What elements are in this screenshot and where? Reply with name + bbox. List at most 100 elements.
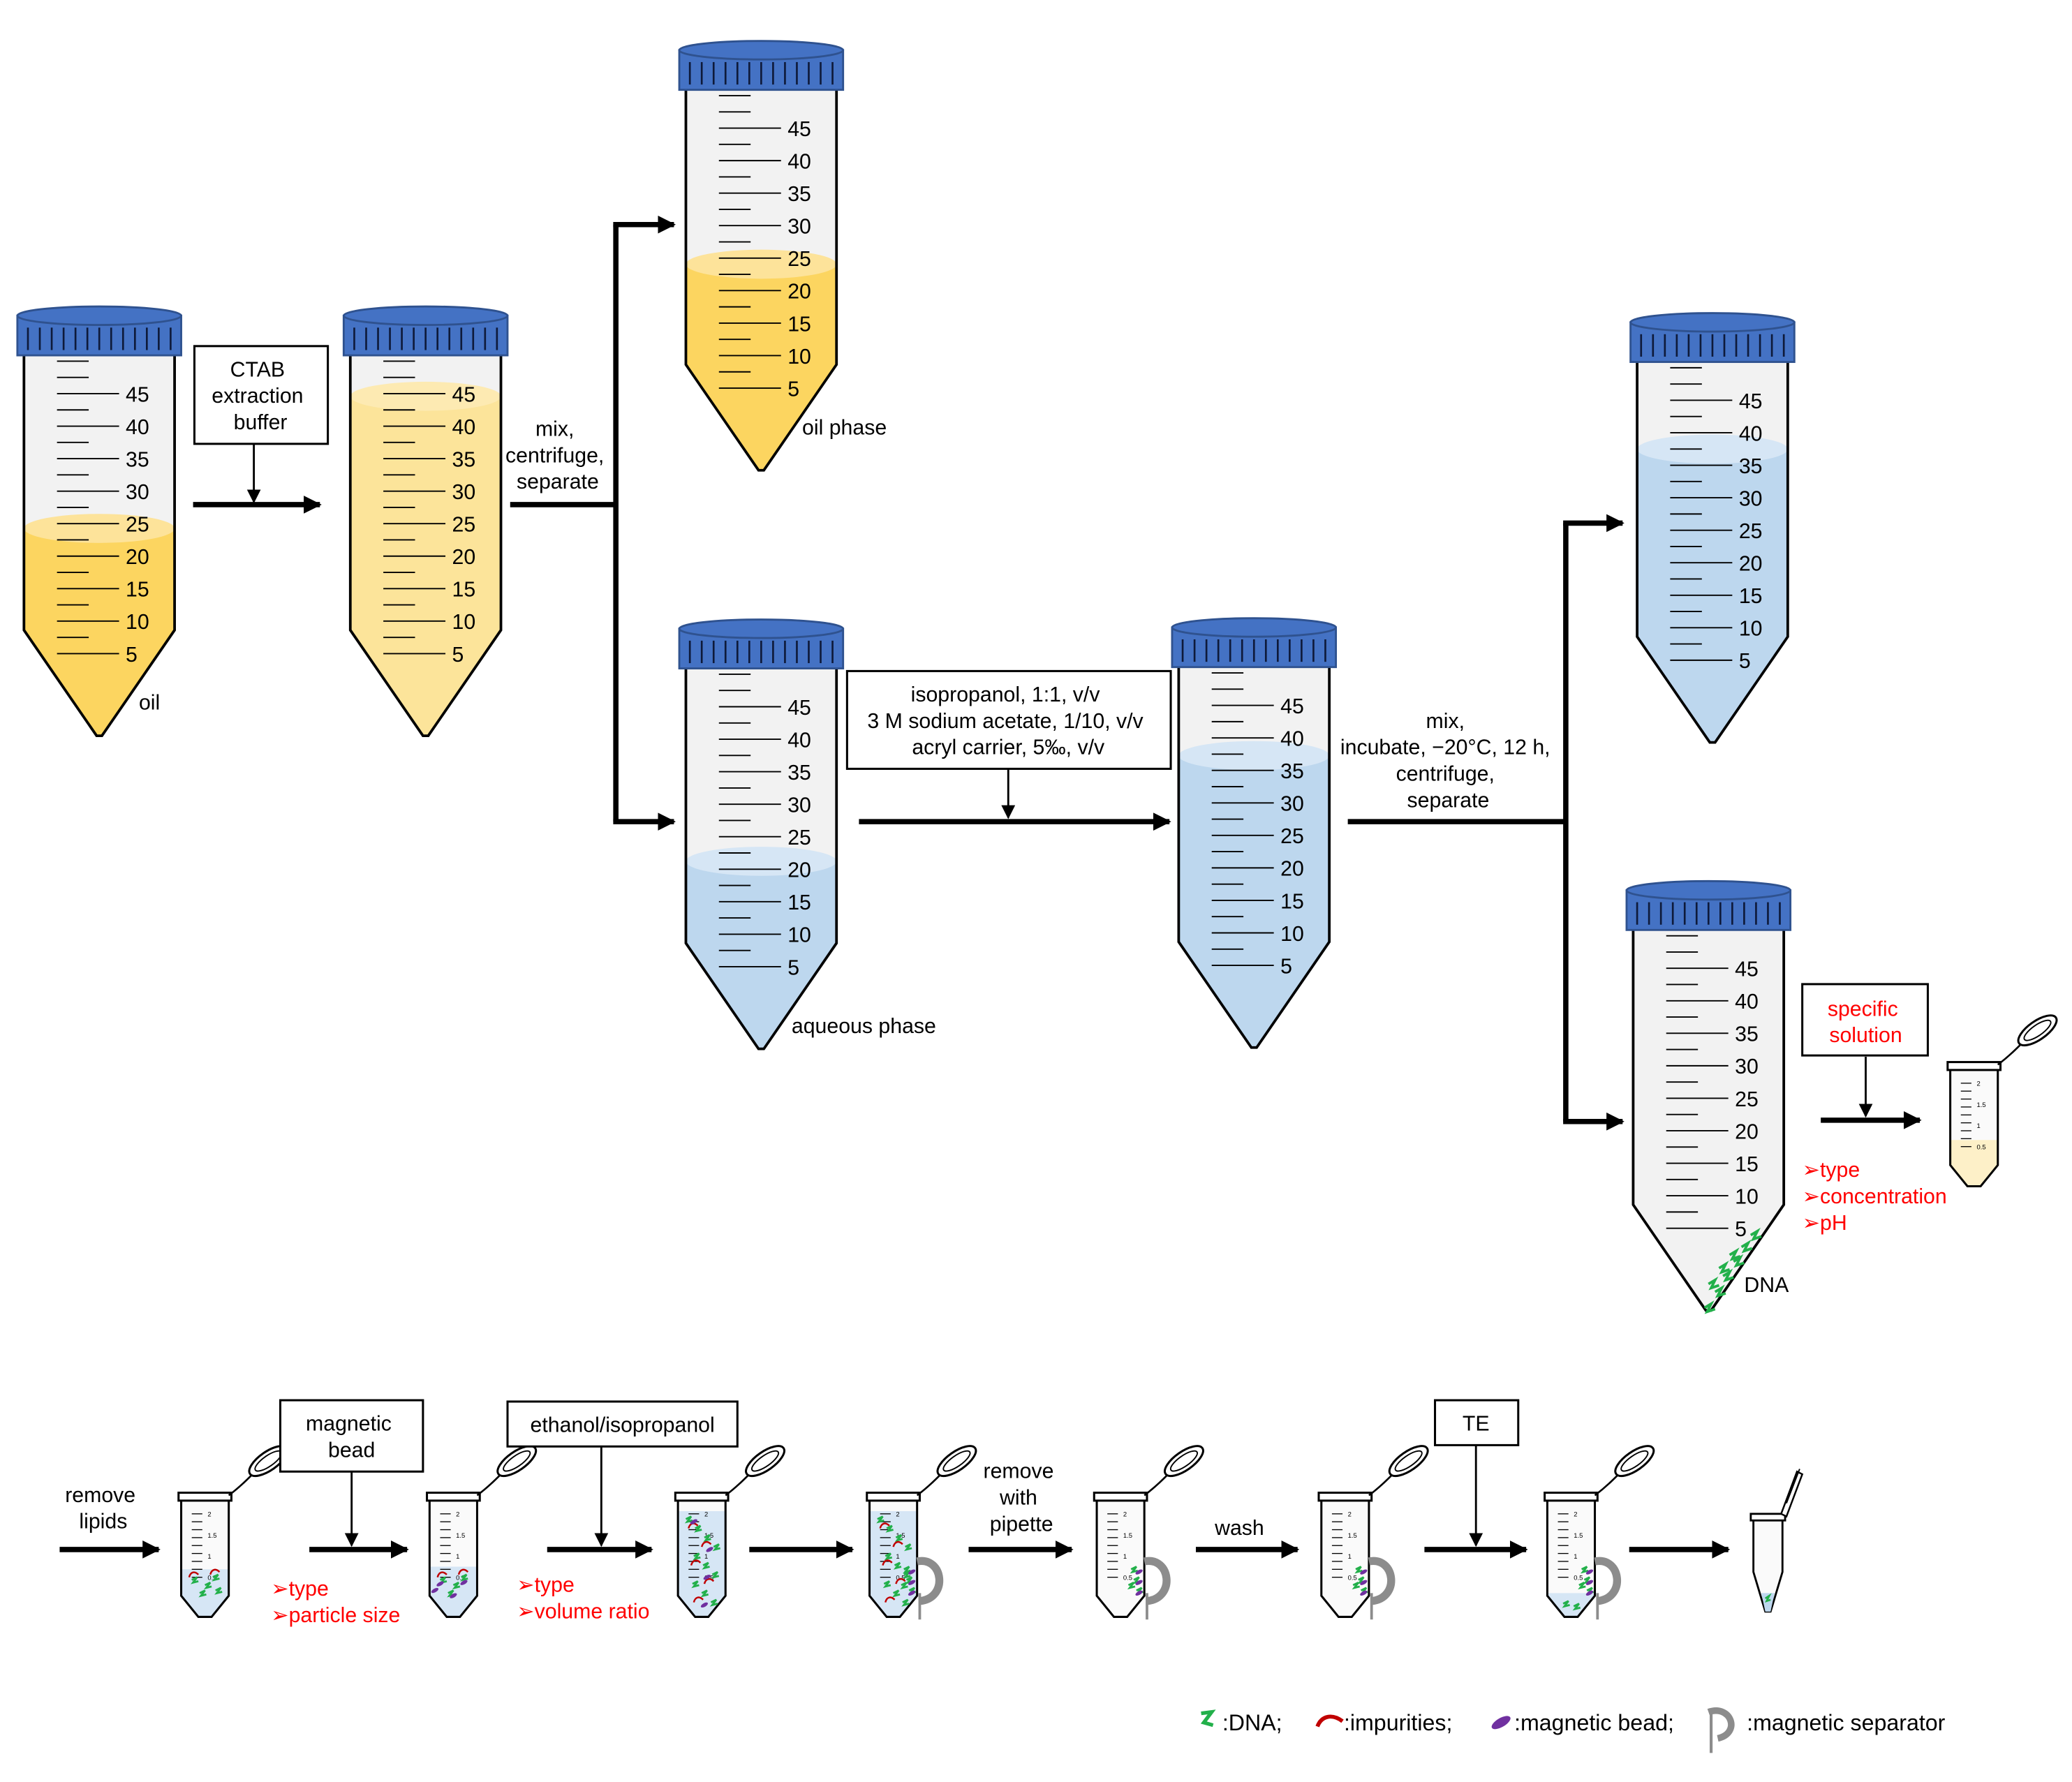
scale-number: 5: [787, 378, 799, 401]
microtube-washed: 21.510.5: [1317, 1441, 1433, 1620]
scale-number: 10: [1735, 1185, 1759, 1208]
microtube-graduations: [191, 1513, 202, 1578]
microtube-graduations: [1331, 1513, 1343, 1578]
microtube-graduations: [1557, 1513, 1569, 1578]
svg-text:1.5: 1.5: [456, 1532, 465, 1540]
tube-cap[interactable]: [678, 40, 845, 91]
microtube-lid[interactable]: [725, 1441, 789, 1497]
tube-cap[interactable]: [342, 305, 509, 357]
microtube-lid[interactable]: [1997, 1010, 2062, 1066]
liquid-surface: [1637, 434, 1788, 464]
precipitation-box: [845, 669, 1172, 770]
scale-number: 25: [787, 248, 811, 271]
scale-number: 10: [126, 611, 149, 634]
microtube-contents: [431, 1568, 469, 1598]
scale-number: 20: [787, 859, 811, 882]
microtube-scale: 21.510.5: [1123, 1511, 1132, 1582]
scale-number: 35: [1280, 760, 1304, 783]
tube-liquid: [686, 861, 837, 1049]
te-text: TE: [1463, 1413, 1490, 1436]
tube-cap[interactable]: [1171, 617, 1338, 669]
scale-number: 40: [787, 729, 811, 752]
svg-text:1.5: 1.5: [1574, 1532, 1583, 1540]
microtube-beads: 21.510.5: [426, 1441, 540, 1618]
svg-text:1.5: 1.5: [1123, 1532, 1132, 1540]
scale-number: 30: [126, 481, 149, 504]
scale-number: 20: [1735, 1120, 1759, 1143]
microtube-lid[interactable]: [1144, 1441, 1208, 1497]
microtube-eluted: 21.510.5: [1544, 1441, 1659, 1620]
liquid-surface: [350, 381, 501, 411]
svg-text:1.5: 1.5: [1976, 1101, 1985, 1109]
svg-text:0.5: 0.5: [1574, 1574, 1583, 1582]
microtube-scale: 21.510.5: [1976, 1081, 1985, 1152]
svg-text:1: 1: [1574, 1553, 1577, 1561]
step-remove-lipids: remove lipids: [65, 1484, 141, 1534]
liquid-surface: [686, 249, 837, 279]
liquid-surface: [1178, 741, 1330, 771]
step-incubate: mix, incubate, −20°C, 12 h, centrifuge, …: [1340, 710, 1556, 812]
precipitation-box-text: isopropanol, 1:1, v/v 3 M sodium acetate…: [867, 683, 1149, 759]
microtube-lid[interactable]: [476, 1441, 540, 1497]
scale-number: 40: [126, 416, 149, 439]
box-texts: CTAB extraction buffer isopropanol, 1:1,…: [212, 358, 1902, 1462]
scale-number: 45: [126, 383, 149, 406]
microtube-ethanol: 21.510.5: [674, 1441, 789, 1618]
microtube-liquid: [869, 1511, 917, 1617]
microtube-removed: 21.510.5: [1093, 1441, 1208, 1620]
scale-number: 35: [1739, 455, 1763, 478]
svg-text:1: 1: [207, 1553, 211, 1561]
microtube-contents: [188, 1568, 223, 1598]
scale-number: 15: [1280, 890, 1304, 913]
tube-cap[interactable]: [1625, 879, 1792, 931]
scale-number: 35: [787, 762, 811, 785]
microtube-lid[interactable]: [916, 1441, 981, 1497]
scale-number: 45: [1280, 695, 1304, 718]
tube-cap[interactable]: [16, 305, 182, 357]
scale-number: 40: [1739, 422, 1763, 445]
liquid-surface: [686, 847, 837, 876]
scale-number: 35: [452, 448, 476, 471]
liquid-surface: [24, 514, 175, 543]
legend-impurities-icon: [1315, 1714, 1344, 1728]
dna-pellet: [1703, 1227, 1762, 1314]
tube-cap[interactable]: [678, 618, 845, 670]
bead-params: ➢type ➢particle size: [271, 1577, 400, 1627]
microtube-lid[interactable]: [1368, 1441, 1433, 1497]
microtube-scale: 21.510.5: [1348, 1511, 1357, 1582]
scale-number: 25: [452, 514, 476, 537]
svg-text:0.5: 0.5: [1976, 1143, 1985, 1151]
scale-number: 45: [1735, 958, 1759, 981]
tube-graduations: [383, 360, 446, 655]
tubes-layer: 4540353025201510545403530252015105454035…: [16, 40, 1796, 1314]
microtube-liquid: [1547, 1593, 1595, 1617]
svg-text:2: 2: [1348, 1511, 1352, 1519]
reagent-boxes: [193, 345, 1929, 1473]
svg-text:1: 1: [896, 1553, 899, 1561]
scale-number: 30: [1735, 1055, 1759, 1078]
scale-number: 5: [452, 644, 464, 667]
phase-labels: oil oil phase aqueous phase DNA: [139, 417, 1789, 1297]
microtube-lid[interactable]: [228, 1441, 293, 1497]
microtube-lid[interactable]: [1594, 1441, 1659, 1497]
legend-impurities-text: :impurities;: [1344, 1710, 1452, 1735]
step-labels: mix, centrifuge, separate mix, incubate,…: [65, 418, 1556, 1540]
tube-graduations: [1670, 366, 1733, 661]
scale-number: 40: [787, 150, 811, 173]
tube-cap[interactable]: [1629, 312, 1796, 363]
step-remove-pipette: remove with pipette: [984, 1460, 1060, 1536]
scale-number: 30: [1739, 487, 1763, 510]
scale-number: 30: [1280, 793, 1304, 816]
tube-graduations: [1211, 672, 1274, 966]
scale-number: 10: [452, 611, 476, 634]
scale-number: 45: [787, 697, 811, 720]
